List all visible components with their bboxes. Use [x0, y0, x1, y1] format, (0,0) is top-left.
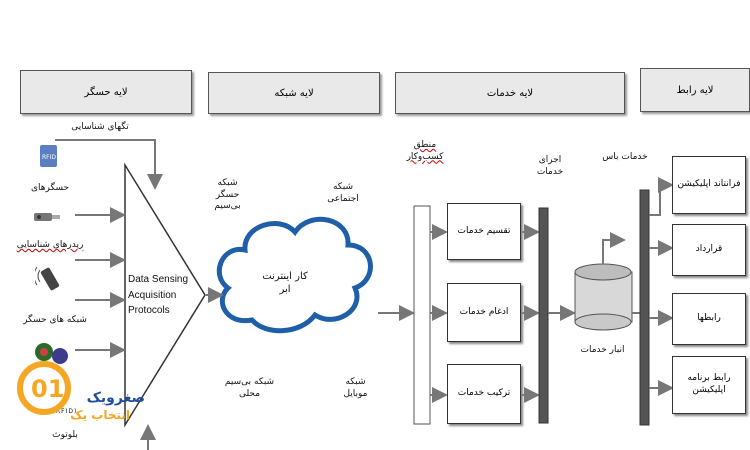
watermark-line-2: انتخاب یک: [70, 408, 130, 422]
layer-header-sensing: لایه حسگر: [20, 70, 192, 114]
rfid-tag-icon: RFID: [40, 145, 57, 167]
arrow-tags: [55, 139, 163, 190]
label-wireless-sensor-network: شبکه حسگر بی‌سیم: [214, 178, 241, 212]
divide-services-box[interactable]: تقسیم خدمات: [447, 203, 521, 260]
layer-header-services-label: لایه خدمات: [486, 87, 534, 99]
application-interface-label: رابط برنامه اپلیکیشن: [687, 373, 731, 395]
layer-header-interface-label: لایه رابط: [676, 84, 714, 96]
compose-services-label: ترکیب خدمات: [457, 388, 511, 399]
watermark-logo-icon: 01: [16, 360, 72, 416]
contract-label: قرارداد: [695, 244, 723, 255]
frontend-application-label: فرانتاند اپلیکیشن: [677, 179, 741, 190]
protocol-line-1: Data Sensing: [128, 274, 189, 285]
label-mobile-network: شبکه موبایل: [343, 377, 368, 399]
label-id-readers: ریدرهای شناسایی: [16, 240, 84, 250]
svg-text:RFID: RFID: [42, 154, 56, 161]
label-business-logic: منطق کسب‌وکار: [406, 140, 444, 162]
protocol-line-3: Protocols: [128, 305, 170, 316]
label-bluetooth: بلوتوث: [52, 430, 78, 440]
label-sensor-networks: شبکه های حسگر: [23, 315, 87, 325]
internet-cloud-shape: [216, 216, 373, 334]
sensor-board-icon: [32, 340, 72, 368]
rfid-reader-icon: [33, 262, 67, 294]
service-repository-cylinder: [574, 263, 633, 331]
protocol-line-2: Acquisition: [128, 289, 177, 301]
service-execution-bar: [538, 207, 549, 424]
layer-header-sensing-label: لایه حسگر: [84, 86, 128, 98]
service-bus-bar: [639, 189, 650, 426]
watermark-line-1: صغرویک: [86, 390, 145, 406]
layer-header-services: لایه خدمات: [395, 72, 625, 114]
label-social-network: شبکه اجتماعی: [327, 182, 359, 204]
relations-label: رابطها: [697, 313, 721, 324]
label-service-bus: خدمات باس: [602, 152, 648, 162]
sensor-icon: [32, 208, 62, 221]
label-service-execution: اجرای خدمات: [536, 155, 564, 177]
layer-header-network: لایه شبکه: [208, 72, 380, 114]
label-service-repository: انبار خدمات: [580, 345, 625, 355]
merge-services-label: ادغام خدمات: [459, 306, 509, 317]
label-identification-tags: تگهای شناسایی: [71, 122, 129, 132]
frontend-application-box[interactable]: فرانتاند اپلیکیشن: [672, 156, 746, 214]
contract-box[interactable]: قرارداد: [672, 224, 746, 276]
merge-services-box[interactable]: ادغام خدمات: [447, 283, 521, 342]
layer-header-interface: لایه رابط: [640, 68, 750, 112]
svg-text:01: 01: [31, 375, 64, 403]
layer-header-network-label: لایه شبکه: [274, 87, 314, 99]
compose-services-box[interactable]: ترکیب خدمات: [447, 364, 521, 424]
service-input-bar: [413, 205, 431, 425]
protocol-funnel-text: Data Sensing Acquisition Protocols: [128, 272, 208, 319]
label-local-wireless-network: شبکه بی‌سیم محلی: [224, 377, 275, 399]
label-internet-cloud: کار اینترنت ابر: [262, 271, 308, 295]
application-interface-box[interactable]: رابط برنامه اپلیکیشن: [672, 356, 746, 414]
relations-box[interactable]: رابطها: [672, 293, 746, 345]
label-sensors: حسگرهای: [30, 183, 70, 193]
divide-services-label: تقسیم خدمات: [457, 225, 511, 236]
